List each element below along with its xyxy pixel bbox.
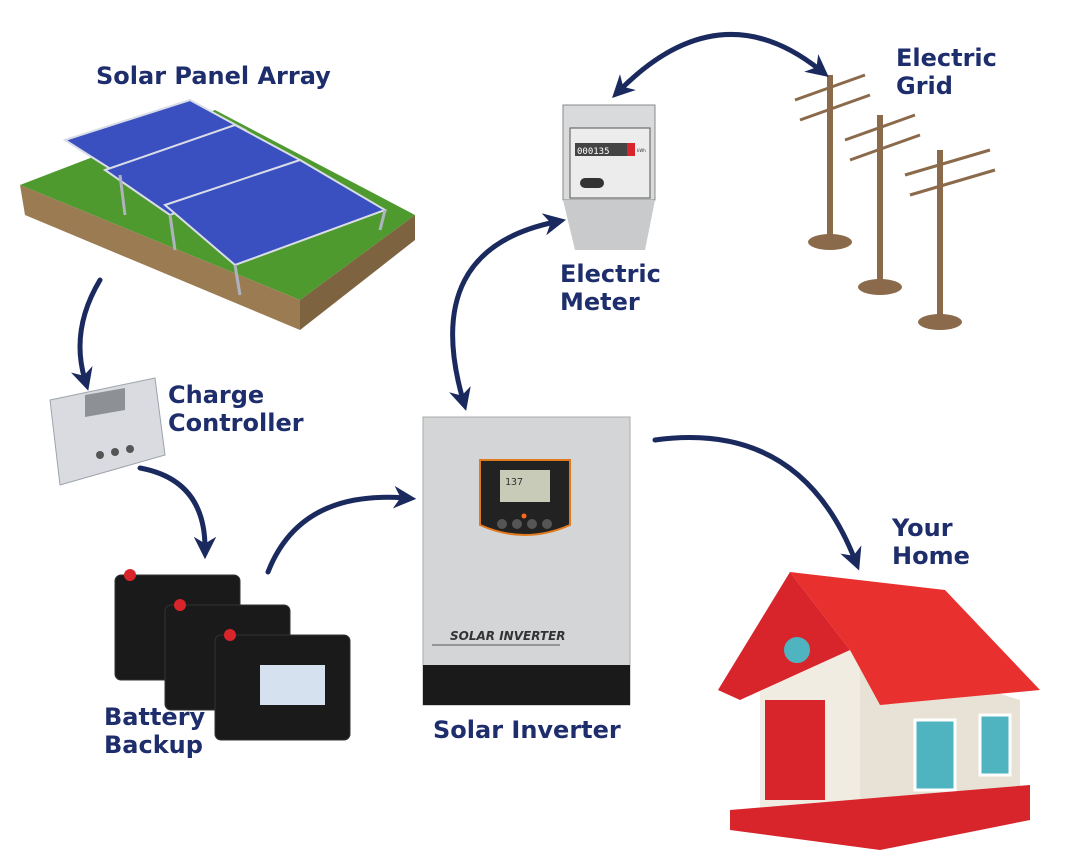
electric-grid-illustration [794, 73, 996, 330]
label-line: Charge [168, 381, 265, 409]
inverter-lcd-text: 137 [505, 477, 523, 488]
electric-meter-illustration: 000135 kWh [562, 104, 656, 250]
label-solar-panel-array: Solar Panel Array [96, 62, 331, 90]
charge-controller-illustration [49, 377, 166, 486]
flow-arrows [70, 31, 862, 575]
label-line: Your [892, 514, 953, 542]
label-line: Backup [104, 731, 203, 759]
solar-inverter-illustration: 137 SOLAR INVERTER [422, 416, 631, 706]
label-electric-meter: Electric Meter [560, 260, 661, 316]
arrow-battery-to-inverter [265, 485, 417, 575]
solar-panel-array-illustration [20, 98, 415, 330]
arrow-controller-to-battery [137, 465, 217, 560]
home-illustration [718, 572, 1040, 850]
label-electric-grid: Electric Grid [896, 44, 997, 100]
arrow-inverter-to-home [652, 435, 862, 571]
meter-reading-text: 000135 [577, 147, 610, 157]
label-solar-inverter: Solar Inverter [433, 716, 621, 744]
label-battery-backup: Battery Backup [104, 703, 205, 759]
label-line: Controller [168, 409, 304, 437]
arrow-inverter-meter [449, 213, 567, 411]
arrow-panels-to-controller [70, 277, 103, 391]
label-line: Home [892, 542, 970, 570]
label-line: Battery [104, 703, 206, 731]
battery-backup-illustration [114, 569, 351, 741]
meter-unit-text: kWh [637, 148, 646, 153]
label-line: Electric [560, 260, 661, 288]
label-line: Electric [896, 44, 997, 72]
label-charge-controller: Charge Controller [168, 381, 304, 437]
arrow-meter-grid [612, 31, 829, 98]
label-line: Meter [560, 288, 640, 316]
label-line: Grid [896, 72, 953, 100]
label-your-home: Your Home [892, 514, 970, 570]
inverter-brand-text: SOLAR INVERTER [450, 629, 566, 643]
